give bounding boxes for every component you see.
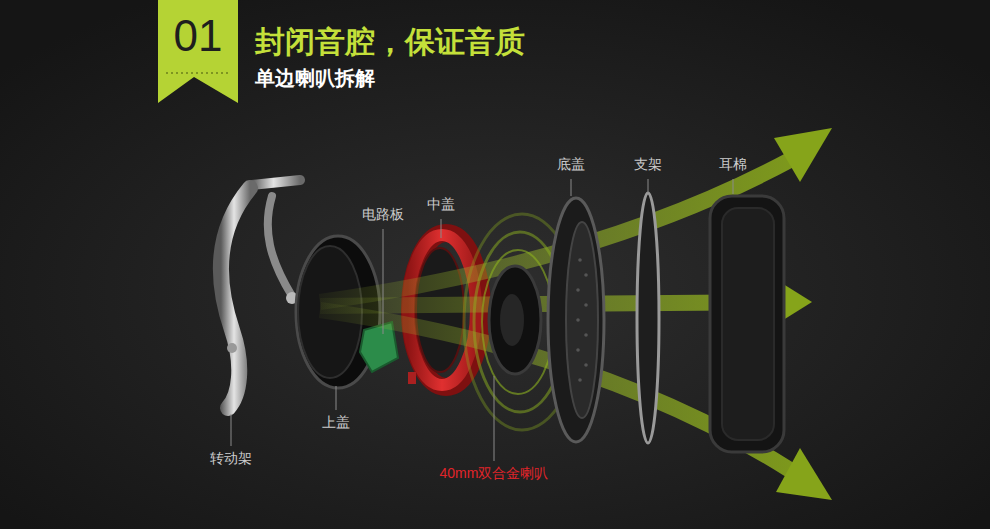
part-label: 中盖	[427, 196, 455, 213]
art-shape	[722, 208, 774, 440]
art-shape	[336, 386, 337, 410]
art-shape	[383, 229, 384, 334]
art-shape	[637, 193, 659, 443]
bottom-cover	[548, 198, 604, 442]
art-shape	[584, 333, 588, 337]
badge-fill	[158, 0, 238, 103]
art-shape	[489, 266, 541, 374]
speaker-label: 40mm双合金喇叭	[440, 465, 549, 482]
badge-dots	[166, 72, 230, 74]
art-shape	[268, 196, 292, 296]
title: 封闭音腔，保证音质	[255, 22, 525, 63]
art-shape	[584, 363, 588, 367]
art-shape	[441, 219, 442, 238]
art-shape	[227, 343, 237, 353]
part-label: 电路板	[362, 206, 404, 223]
badge-number: 01	[158, 0, 238, 58]
rotating-frame	[221, 180, 300, 408]
art-shape	[548, 198, 604, 442]
art-shape	[733, 179, 734, 194]
art-shape	[584, 273, 588, 277]
art-shape	[494, 376, 495, 461]
art-shape	[710, 196, 784, 452]
art-shape	[776, 448, 832, 500]
part-label: 上盖	[322, 414, 350, 431]
art-shape	[578, 378, 582, 382]
part-label: 底盖	[557, 156, 585, 173]
art-shape	[231, 414, 232, 446]
art-shape	[576, 318, 580, 322]
part-label: 耳棉	[719, 156, 747, 173]
subtitle: 单边喇叭拆解	[255, 66, 375, 90]
bracket	[637, 193, 659, 443]
art-shape	[576, 348, 580, 352]
art-shape	[221, 188, 250, 408]
leader-lines	[231, 179, 733, 461]
art-shape	[648, 179, 649, 193]
art-shape	[500, 294, 524, 346]
number-badge: 01	[158, 0, 238, 103]
art-shape	[571, 179, 572, 196]
art-shape	[408, 372, 416, 384]
art-shape	[584, 303, 588, 307]
art-shape	[576, 258, 588, 382]
part-label: 转动架	[210, 450, 252, 467]
part-label: 支架	[634, 156, 662, 173]
art-shape	[578, 258, 582, 262]
art-shape	[576, 288, 580, 292]
sound-arrows	[320, 128, 832, 500]
art-shape	[774, 128, 832, 182]
ear-cushion	[710, 196, 784, 452]
art-shape	[482, 250, 554, 394]
art-shape	[566, 222, 598, 418]
art-shape	[252, 180, 300, 185]
